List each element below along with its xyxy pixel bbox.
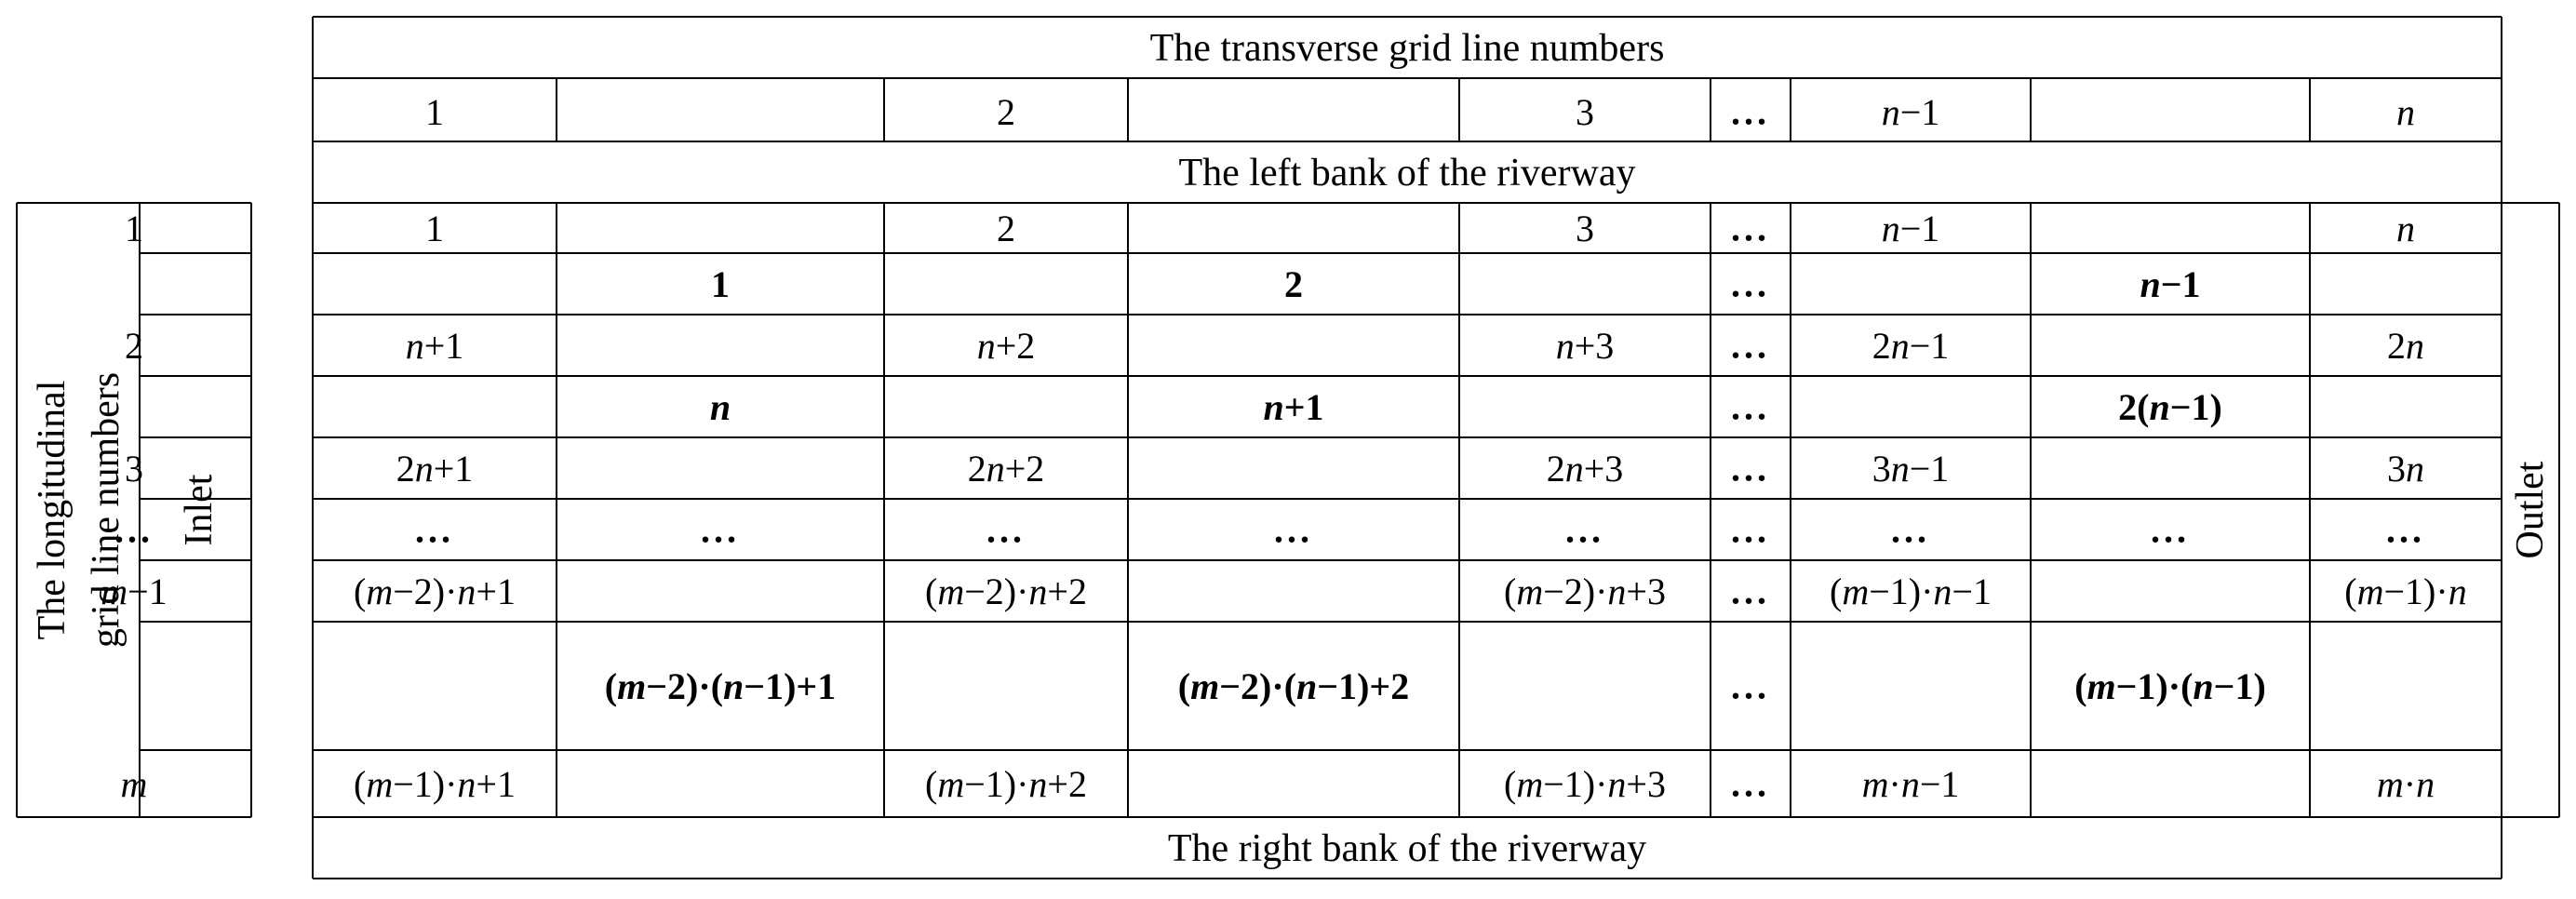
right-bank-label: The right bank of the riverway — [1168, 827, 1646, 870]
node-number: ... — [2386, 509, 2425, 551]
node-number: ... — [986, 509, 1026, 551]
row-label: ... — [114, 509, 154, 551]
node-number: (m−2)·n+1 — [354, 570, 516, 612]
node-number: (m−1)·n−1 — [1830, 570, 1992, 612]
node-number: 2n−1 — [1872, 325, 1950, 367]
row-label: 1 — [125, 208, 143, 249]
node-number: 3 — [1576, 208, 1594, 249]
cell-number: (m−2)·(n−1)+1 — [605, 665, 836, 707]
table-texts: The transverse grid line numbers 1 2 3... n−… — [31, 27, 2552, 870]
node-number: ... — [415, 509, 454, 551]
node-number: 3n — [2387, 448, 2424, 490]
table-lines — [16, 16, 2560, 879]
transverse-title: The transverse grid line numbers — [1150, 27, 1665, 70]
node-number: 2n — [2387, 325, 2424, 367]
cell-number: 1 — [711, 263, 730, 305]
node-number: ... — [1731, 386, 1770, 428]
node-number: ... — [1731, 325, 1770, 367]
row-label: 3 — [125, 448, 143, 490]
node-number: n−1 — [1882, 208, 1940, 249]
row-label: 2 — [125, 325, 143, 367]
node-number: 2n+2 — [968, 448, 1045, 490]
node-number: ... — [1731, 570, 1770, 612]
node-number: ... — [1565, 509, 1604, 551]
node-number: (m−1)·n — [2344, 570, 2466, 612]
node-number: 3n−1 — [1872, 448, 1950, 490]
node-number: 1 — [425, 208, 444, 249]
node-number: (m−2)·n+2 — [925, 570, 1087, 612]
node-number: ... — [1731, 263, 1770, 305]
node-number: ... — [1274, 509, 1313, 551]
transverse-number: 2 — [997, 91, 1015, 133]
node-number: 2n+3 — [1547, 448, 1624, 490]
cell-number: (m−1)·(n−1) — [2074, 665, 2266, 707]
node-number: n+1 — [406, 325, 464, 367]
node-number: ... — [1731, 763, 1770, 805]
node-number: (m−1)·n+2 — [925, 763, 1087, 805]
cell-number: n−1 — [2140, 263, 2200, 305]
row-label: m — [121, 763, 148, 805]
transverse-number: 1 — [425, 91, 444, 133]
cell-number: 2 — [1284, 263, 1303, 305]
cell-number: 2(n−1) — [2118, 386, 2222, 428]
node-number: n — [2396, 208, 2415, 249]
node-number: (m−1)·n+3 — [1504, 763, 1666, 805]
node-number: ... — [1731, 665, 1770, 707]
node-number: m·n−1 — [1862, 763, 1960, 805]
outlet-label: Outlet — [2509, 461, 2552, 558]
node-number: 2n+1 — [396, 448, 474, 490]
transverse-number: n−1 — [1882, 91, 1940, 133]
node-number: ... — [1731, 208, 1770, 249]
node-number: n+2 — [977, 325, 1036, 367]
node-number: n+3 — [1556, 325, 1615, 367]
transverse-number: ... — [1731, 91, 1770, 133]
node-number: ... — [701, 509, 740, 551]
node-number: (m−2)·n+3 — [1504, 570, 1666, 612]
longitudinal-title: grid line numbers — [85, 372, 127, 648]
cell-number: n+1 — [1263, 386, 1323, 428]
node-number: ... — [2151, 509, 2190, 551]
longitudinal-title: The longitudinal — [31, 381, 74, 640]
transverse-number: 3 — [1576, 91, 1594, 133]
node-number: ... — [1891, 509, 1930, 551]
left-bank-label: The left bank of the riverway — [1179, 152, 1636, 195]
node-number: m·n — [2377, 763, 2435, 805]
node-number: (m−1)·n+1 — [354, 763, 516, 805]
cell-number: (m−2)·(n−1)+2 — [1178, 665, 1409, 707]
node-number: ... — [1731, 448, 1770, 490]
cell-number: n — [710, 386, 731, 428]
node-number: ... — [1731, 509, 1770, 551]
row-label: m−1 — [101, 570, 167, 612]
node-number: 2 — [997, 208, 1015, 249]
transverse-number: n — [2396, 91, 2415, 133]
inlet-label: Inlet — [178, 474, 221, 545]
